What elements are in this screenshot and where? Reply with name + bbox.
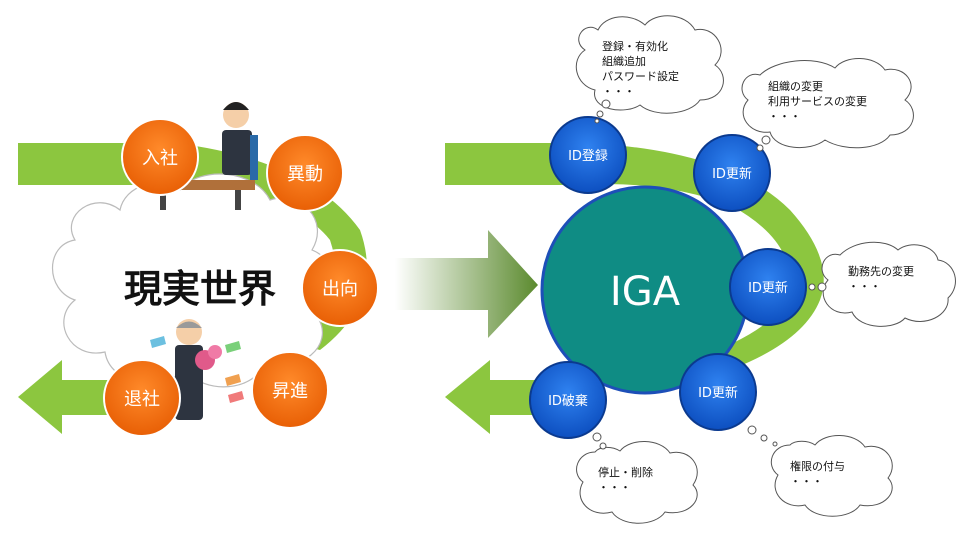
bubble-discard: 停止・削除 ・・・ — [576, 432, 698, 524]
iga-core-label: IGA — [610, 269, 681, 315]
real-world-title: 現実世界 — [124, 267, 276, 311]
node-id-update-right-label: ID更新 — [748, 280, 788, 296]
node-id-update-right: ID更新 — [729, 248, 807, 326]
node-id-update-top: ID更新 — [693, 134, 771, 212]
bubble-update-right: 勤務先の変更 ・・・ — [808, 241, 956, 327]
svg-text:勤務先の変更 ・・・: 勤務先の変更 ・・・ — [848, 264, 918, 293]
bubble-update-right-line-2: ・・・ — [848, 280, 881, 293]
hand-icon — [150, 336, 166, 348]
transition-arrow — [395, 230, 538, 338]
bubble-register: 登録・有効化 組織追加 パスワード設定 ・・・ — [575, 15, 724, 124]
retiring-employee-illustration — [150, 319, 244, 420]
bubble-register-line-3: パスワード設定 — [602, 69, 679, 83]
bubble-update-bottom-line-2: ・・・ — [790, 475, 823, 488]
bubble-update-top: 組織の変更 利用サービスの変更 ・・・ — [741, 58, 914, 152]
seated-employee-illustration — [155, 102, 258, 210]
node-id-update-top-label: ID更新 — [712, 166, 752, 182]
iga-group: IGA ID登録 ID更新 ID更新 ID更新 ID破棄 — [445, 15, 956, 524]
event-transfer: 異動 — [266, 134, 344, 212]
bubble-register-line-4: ・・・ — [602, 85, 635, 98]
node-id-register: ID登録 — [549, 116, 627, 194]
event-retire: 退社 — [103, 359, 181, 437]
svg-text:停止・削除 ・・・: 停止・削除 ・・・ — [598, 465, 657, 494]
node-id-register-label: ID登録 — [568, 149, 608, 164]
event-secondment-label: 出向 — [322, 279, 358, 300]
exit-arrow-left — [18, 360, 150, 434]
hand-icon — [228, 391, 244, 403]
node-id-update-bottom-label: ID更新 — [698, 385, 738, 401]
bubble-update-bottom-line-1: 権限の付与 — [790, 459, 845, 473]
bubble-update-bottom: 権限の付与 ・・・ — [747, 425, 893, 517]
event-promotion: 昇進 — [251, 351, 329, 429]
svg-text:組織の変更 利用サービスの変更: 組織の変更 利用サービスの変更 ・・・ — [768, 79, 871, 123]
bubble-update-top-line-1: 組織の変更 — [768, 79, 823, 93]
bubble-update-top-line-2: 利用サービスの変更 — [768, 94, 867, 108]
bubble-update-top-line-3: ・・・ — [768, 110, 801, 123]
bubble-discard-line-2: ・・・ — [598, 481, 631, 494]
event-promotion-label: 昇進 — [272, 381, 308, 402]
bubble-update-right-line-1: 勤務先の変更 — [848, 264, 914, 278]
hand-icon — [225, 374, 241, 386]
exit-arrow-right — [445, 360, 580, 434]
event-join: 入社 — [121, 118, 199, 196]
node-id-discard-label: ID破棄 — [548, 394, 588, 409]
svg-text:登録・有効化 組織追加 パス: 登録・有効化 組織追加 パスワード設定 ・・・ — [602, 39, 683, 98]
node-id-update-bottom: ID更新 — [679, 353, 757, 431]
bubble-discard-line-1: 停止・削除 — [598, 465, 653, 479]
event-secondment: 出向 — [301, 249, 379, 327]
event-join-label: 入社 — [142, 148, 178, 169]
hand-icon — [225, 341, 241, 353]
bubble-register-line-1: 登録・有効化 — [602, 39, 668, 53]
real-world-group: 現実世界 入社 異 — [18, 102, 379, 437]
svg-text:権限の付与 ・・・: 権限の付与 ・・・ — [790, 459, 849, 488]
bubble-register-line-2: 組織追加 — [602, 54, 646, 68]
node-id-discard: ID破棄 — [529, 361, 607, 439]
event-transfer-label: 異動 — [287, 164, 323, 185]
event-retire-label: 退社 — [124, 389, 160, 410]
